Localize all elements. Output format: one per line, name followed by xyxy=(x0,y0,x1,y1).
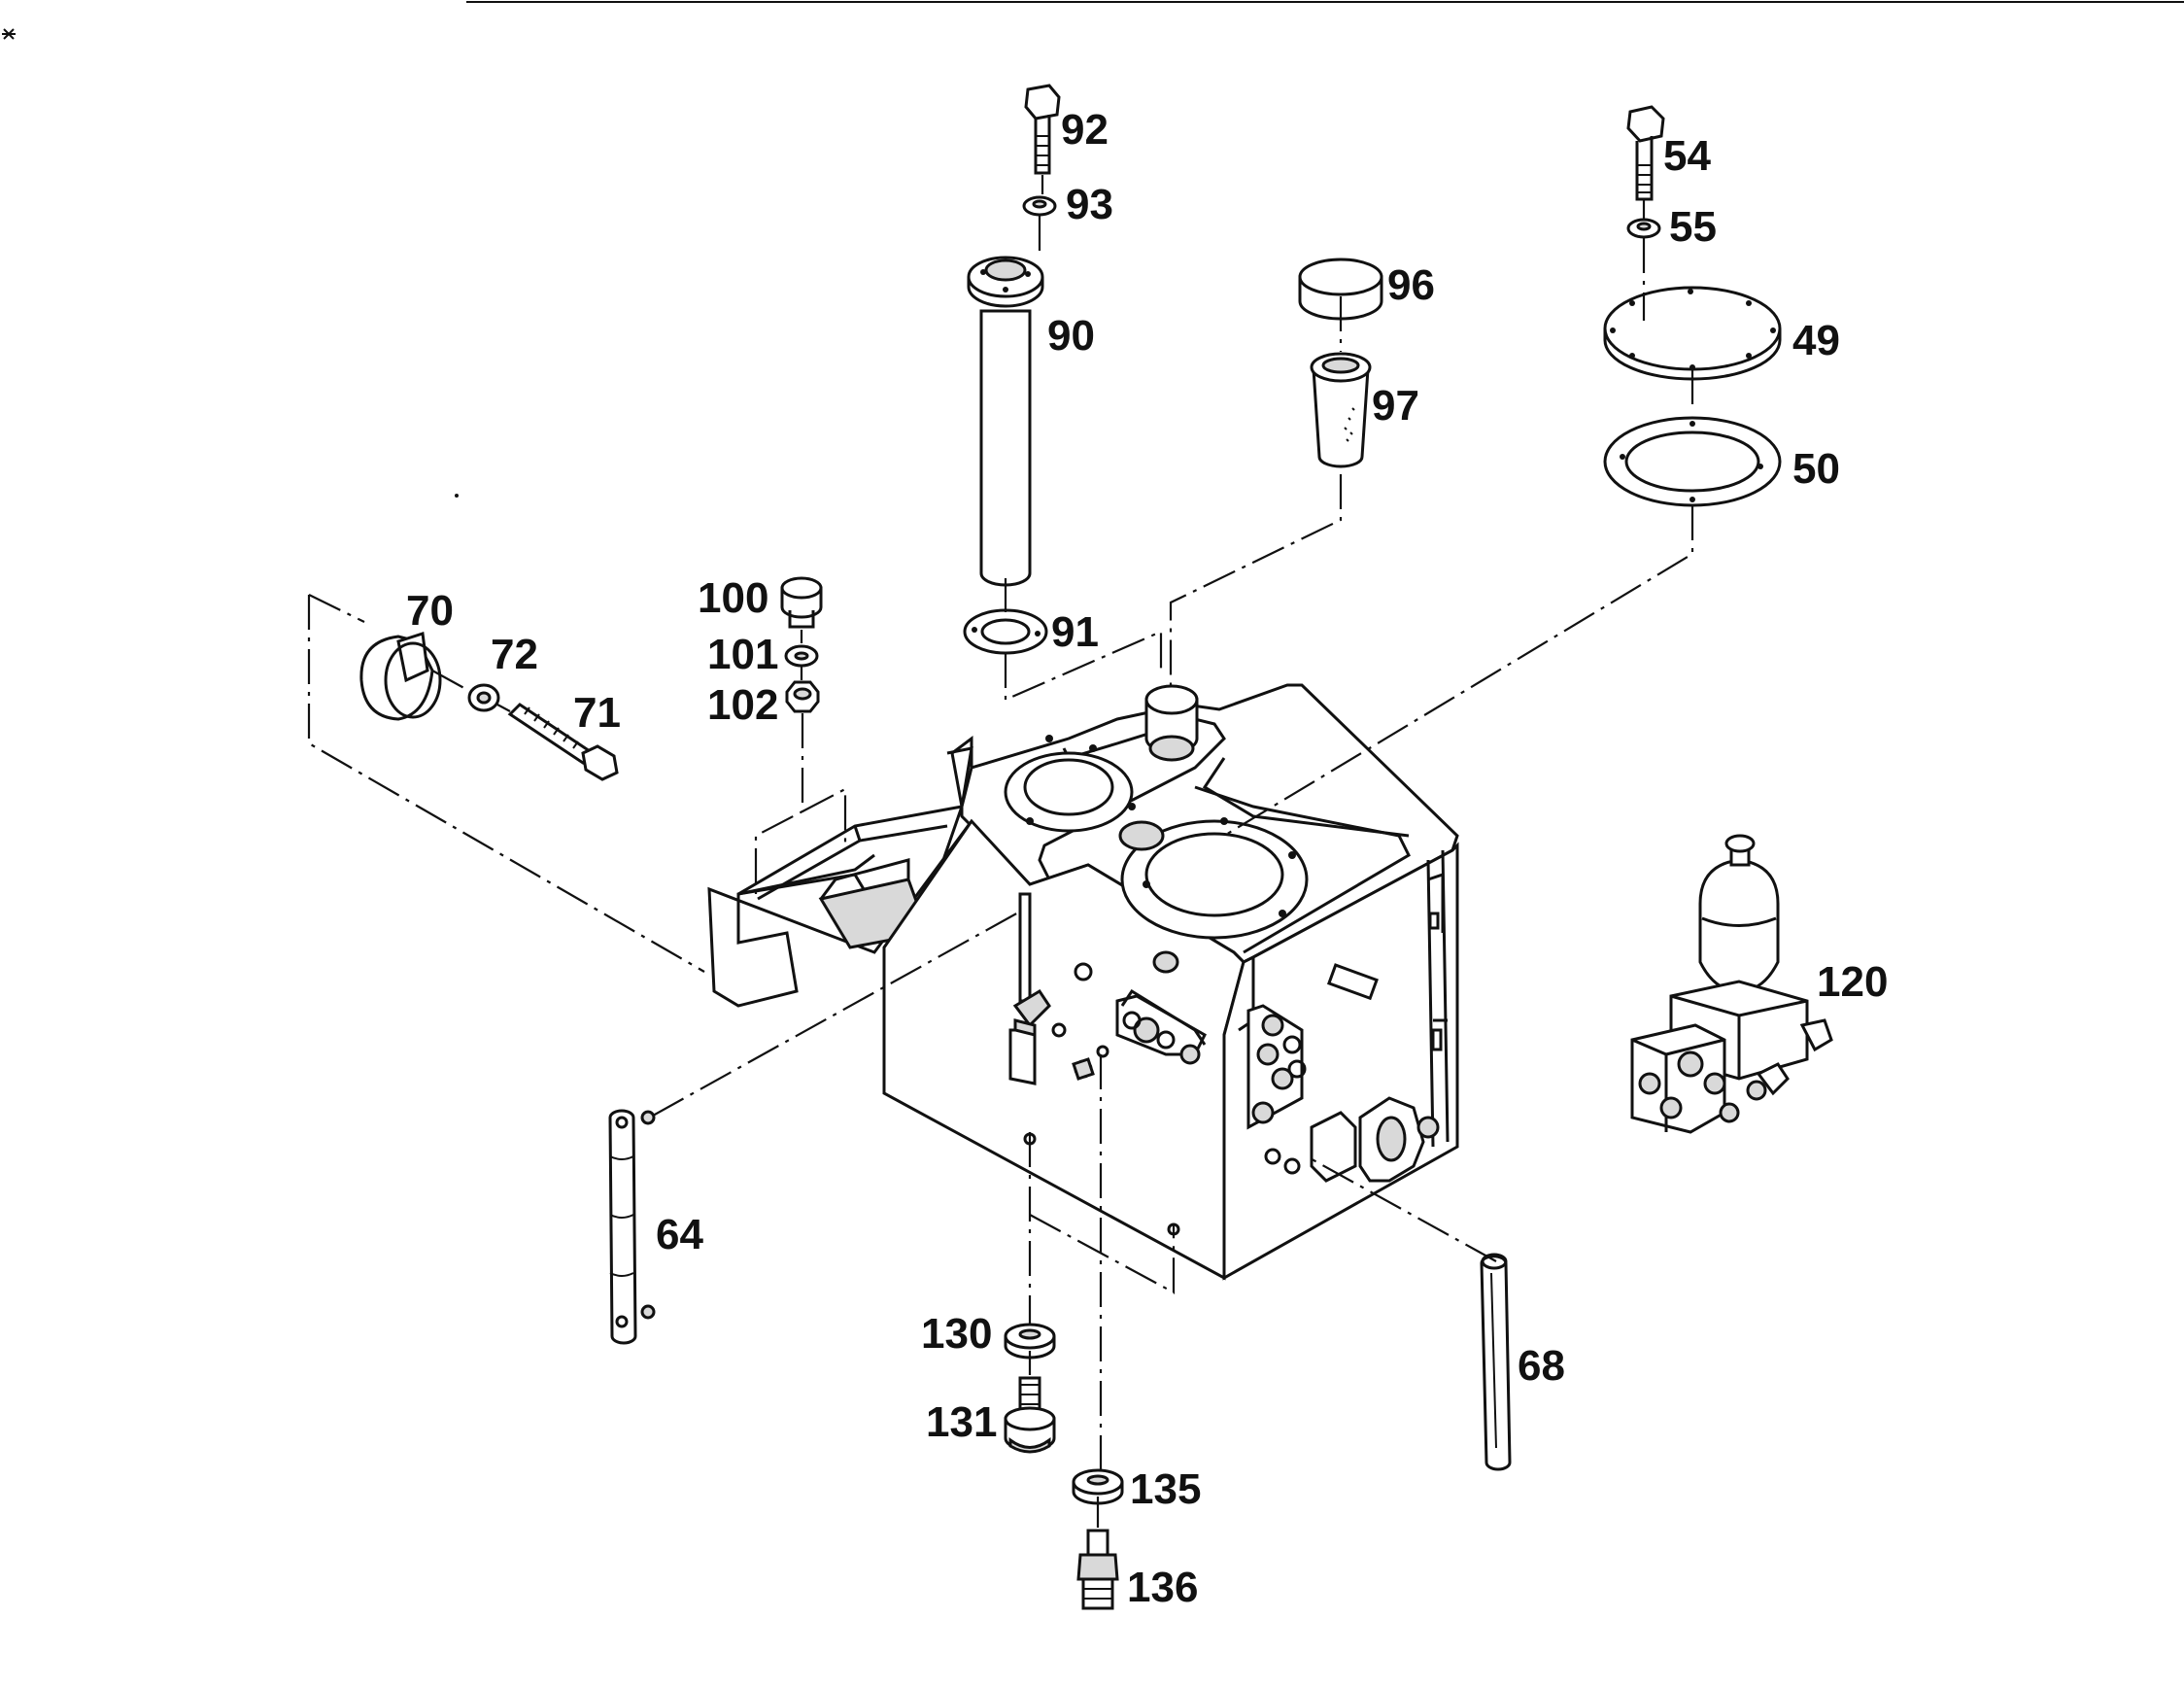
part-49-cover xyxy=(1603,286,1782,381)
part-labels: 92 93 90 91 96 97 54 55 49 50 70 72 71 1… xyxy=(406,106,1888,1611)
part-64-rod xyxy=(608,1109,656,1345)
part-130-washer xyxy=(1004,1323,1056,1360)
corner-mark xyxy=(2,28,16,40)
label-71: 71 xyxy=(573,689,621,737)
label-54: 54 xyxy=(1663,132,1711,180)
label-91: 91 xyxy=(1051,608,1099,656)
part-71-bolt xyxy=(507,703,619,781)
part-96-cap xyxy=(1298,258,1383,321)
part-93-washer xyxy=(1022,195,1057,217)
part-70-cover xyxy=(359,632,442,721)
part-97-strainer xyxy=(1310,352,1372,468)
part-101-washer xyxy=(784,644,819,668)
label-92: 92 xyxy=(1061,106,1109,154)
label-93: 93 xyxy=(1066,181,1113,228)
part-72-washer xyxy=(467,683,500,712)
part-102-nut xyxy=(785,680,820,713)
part-68-rod xyxy=(1480,1253,1512,1471)
label-97: 97 xyxy=(1372,382,1419,430)
label-90: 90 xyxy=(1047,312,1095,360)
part-131-plug xyxy=(1004,1376,1056,1454)
part-91-gasket xyxy=(963,608,1048,655)
part-50-gasket xyxy=(1603,416,1782,507)
label-131: 131 xyxy=(926,1398,997,1446)
part-55-washer xyxy=(1626,218,1661,239)
part-92-bolt xyxy=(1024,84,1061,175)
label-100: 100 xyxy=(698,574,768,622)
part-136-fitting xyxy=(1076,1529,1119,1610)
label-120: 120 xyxy=(1817,958,1888,1006)
main-housing xyxy=(707,683,1459,1281)
label-136: 136 xyxy=(1127,1564,1198,1611)
label-101: 101 xyxy=(707,631,778,678)
label-68: 68 xyxy=(1518,1342,1565,1390)
label-64: 64 xyxy=(656,1211,703,1258)
part-90-tube xyxy=(967,256,1044,587)
label-130: 130 xyxy=(921,1310,992,1358)
label-49: 49 xyxy=(1792,317,1840,364)
label-55: 55 xyxy=(1669,203,1717,251)
label-96: 96 xyxy=(1387,261,1435,309)
leader-lines xyxy=(307,175,1694,1528)
label-72: 72 xyxy=(491,631,538,678)
part-54-bolt xyxy=(1626,105,1665,201)
part-100-plug xyxy=(780,576,823,629)
label-102: 102 xyxy=(707,681,778,729)
label-135: 135 xyxy=(1130,1465,1201,1513)
part-120-valve-block xyxy=(1630,834,1833,1134)
label-50: 50 xyxy=(1792,445,1840,493)
label-70: 70 xyxy=(406,587,454,635)
